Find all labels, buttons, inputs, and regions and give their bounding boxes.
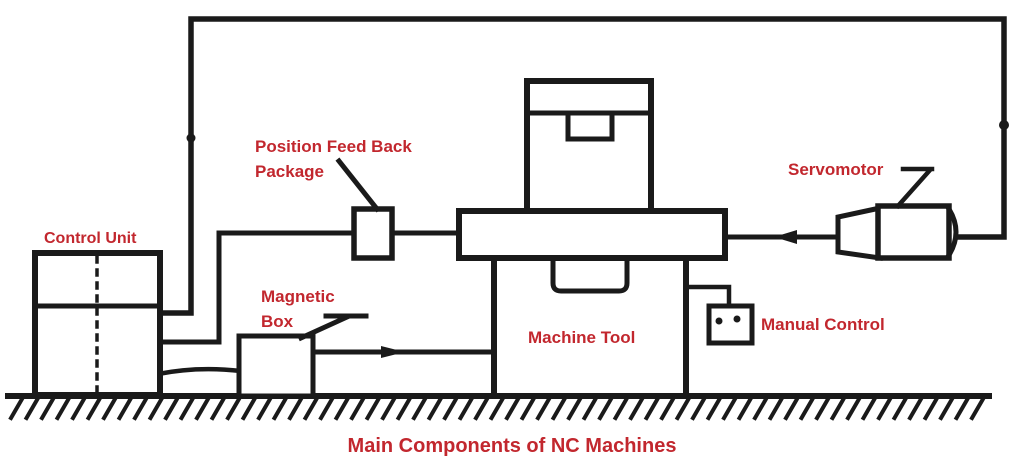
label-position-feedback-line1: Position Feed Back (255, 137, 412, 156)
label-magnetic-box: Magnetic Box (261, 284, 335, 334)
ground-hatch-mark (581, 396, 599, 421)
ground-hatch-mark (659, 396, 676, 421)
ground-hatch-mark (535, 396, 552, 421)
ground-hatch-mark (938, 396, 955, 421)
ground-hatch-mark (85, 396, 103, 421)
magnetic-box (236, 333, 316, 399)
ground-hatch-mark (116, 396, 134, 421)
ground-hatch-mark (70, 396, 87, 421)
label-control-unit: Control Unit (44, 230, 137, 247)
ground-hatch-mark (876, 396, 893, 421)
ground-hatch-mark (395, 396, 413, 421)
ground-hatch-mark (597, 396, 614, 421)
label-servomotor: Servomotor (788, 160, 884, 179)
ground-hatch-mark (209, 396, 227, 421)
feedback-package-box (351, 206, 395, 261)
ground-hatch-mark (891, 396, 909, 421)
ground-hatch-mark (287, 396, 304, 421)
ground-hatch-mark (860, 396, 878, 421)
machine-tool-spindle (550, 256, 630, 294)
ground-hatch-mark (163, 396, 180, 421)
ground-hatch-mark (566, 396, 583, 421)
servomotor-cap (945, 205, 959, 259)
ground-hatch-mark (271, 396, 289, 421)
ground-hatch-mark (411, 396, 428, 421)
label-manual-control: Manual Control (761, 315, 885, 334)
ground-hatch-mark (349, 396, 366, 421)
ground-hatch-mark (333, 396, 351, 421)
ground-hatch-mark (829, 396, 847, 421)
ground-hatch-mark (54, 396, 72, 421)
ground-hatch-mark (674, 396, 692, 421)
machine-tool-head (524, 78, 654, 216)
control-to-magnetic-wire (155, 366, 244, 377)
servomotor-body (875, 203, 952, 261)
ground-hatch-mark (194, 396, 211, 421)
feedback-loop-node-left (186, 133, 196, 143)
ground-hatch-mark (318, 396, 335, 421)
ground-hatching (8, 396, 986, 421)
servo-to-table-arrow (774, 230, 797, 244)
ground-hatch-mark (705, 396, 723, 421)
ground-hatch-mark (953, 396, 971, 421)
ground-hatch-mark (256, 396, 273, 421)
ground-hatch-mark (783, 396, 800, 421)
ground-hatch-mark (752, 396, 769, 421)
diagram-title: Main Components of NC Machines (347, 435, 677, 457)
ground-hatch-mark (612, 396, 630, 421)
ground-hatch-mark (457, 396, 475, 421)
magnetic-to-machine-arrow (381, 346, 405, 358)
ground-hatch-mark (132, 396, 149, 421)
ground-hatch-mark (488, 396, 506, 421)
ground-hatch-mark (426, 396, 444, 421)
ground-hatch-mark (628, 396, 645, 421)
label-position-feedback: Position Feed Back Package (255, 134, 412, 184)
ground-hatch-mark (690, 396, 707, 421)
ground-hatch-mark (23, 396, 41, 421)
ground-hatch-mark (302, 396, 320, 421)
label-position-feedback-line2: Package (255, 162, 324, 181)
label-magnetic-box-line2: Box (261, 312, 294, 331)
ground-hatch-mark (225, 396, 242, 421)
label-machine-tool: Machine Tool (528, 328, 636, 347)
ground-hatch-mark (814, 396, 831, 421)
ground-hatch-mark (969, 396, 986, 421)
ground-hatch-mark (736, 396, 754, 421)
ground-hatch-mark (240, 396, 258, 421)
ground-hatch-mark (178, 396, 196, 421)
manual-control-dot (733, 315, 741, 323)
ground-hatch-mark (767, 396, 785, 421)
label-magnetic-box-line1: Magnetic (261, 287, 335, 306)
ground-hatch-mark (643, 396, 661, 421)
ground-hatch-mark (907, 396, 924, 421)
machine-tool-table (456, 208, 728, 261)
ground-hatch-mark (380, 396, 397, 421)
ground-hatch-mark (845, 396, 862, 421)
manual-control-box (706, 303, 755, 346)
magnetic-box-leader (297, 313, 369, 342)
ground-hatch-mark (364, 396, 382, 421)
manual-control-wire (683, 284, 732, 310)
ground-hatch-mark (101, 396, 118, 421)
manual-control-dot (715, 317, 723, 325)
package-to-control-wire (155, 230, 359, 345)
ground-hatch-mark (798, 396, 816, 421)
ground-hatch-mark (147, 396, 165, 421)
ground-hatch-mark (519, 396, 537, 421)
servomotor-leader (894, 166, 935, 210)
feedback-loop-wire (156, 16, 1007, 316)
ground-hatch-mark (473, 396, 490, 421)
feedback-loop-node-right (999, 120, 1009, 130)
feedback-package-leader (335, 157, 381, 213)
ground-hatch-mark (721, 396, 738, 421)
ground-hatch-mark (550, 396, 568, 421)
ground-hatch-mark (442, 396, 459, 421)
ground-hatch-mark (39, 396, 56, 421)
ground-hatch-mark (504, 396, 521, 421)
machine-tool-head-notch (565, 112, 615, 142)
ground-hatch-mark (8, 396, 25, 421)
servomotor-cone (835, 204, 883, 261)
ground-hatch-mark (922, 396, 940, 421)
